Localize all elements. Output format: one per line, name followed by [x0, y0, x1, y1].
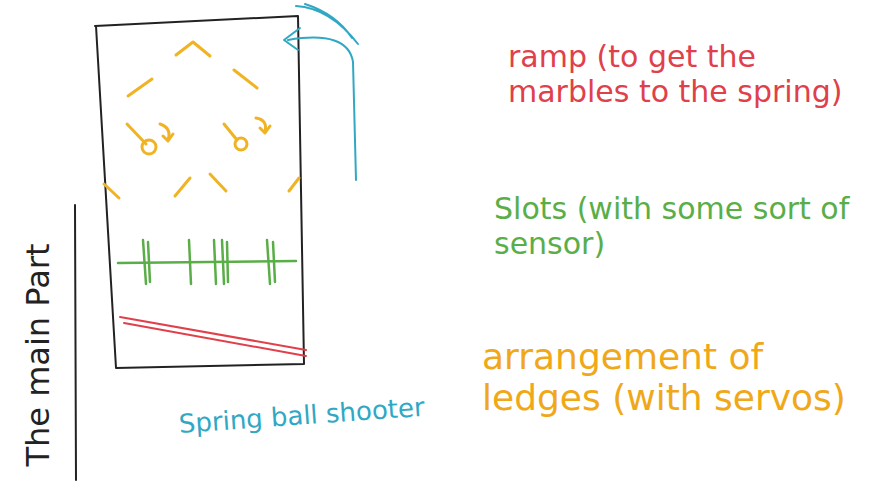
- shooter-lane: [288, 38, 356, 180]
- main-part-label: The main Part: [20, 244, 57, 467]
- shooter-note: Spring ball shooter: [178, 393, 429, 440]
- rotation-arrow: [256, 118, 270, 133]
- ledge: [224, 124, 237, 140]
- part-bracket-line: [75, 205, 76, 480]
- shooter-arrowhead: [284, 28, 300, 50]
- slot-divider: [267, 240, 275, 284]
- ledge: [176, 42, 210, 56]
- board-frame: [95, 16, 304, 368]
- ramp-note: ramp (to get the marbles to the spring): [508, 40, 848, 109]
- ledges: [104, 42, 299, 198]
- ramp: [120, 317, 306, 356]
- ledges-note: arrangement of ledges (with servos): [482, 336, 872, 419]
- slots: [118, 240, 296, 284]
- slot-divider: [214, 240, 228, 284]
- ramp-line: [120, 317, 306, 350]
- shooter-curve: [296, 4, 358, 44]
- rotation-arrow: [160, 124, 173, 141]
- servo-pivot: [235, 138, 247, 150]
- ledge: [175, 178, 190, 196]
- ledge: [104, 184, 119, 198]
- ledge: [128, 79, 152, 96]
- ledge: [210, 174, 226, 191]
- ramp-line: [124, 323, 306, 356]
- slots-note: Slots (with some sort of sensor): [494, 192, 854, 261]
- slot-divider: [143, 240, 150, 284]
- servo-pivot: [142, 140, 156, 154]
- ledge: [234, 70, 257, 88]
- spring-shooter: [284, 4, 358, 180]
- slot-divider: [189, 240, 191, 284]
- ledge: [289, 178, 299, 191]
